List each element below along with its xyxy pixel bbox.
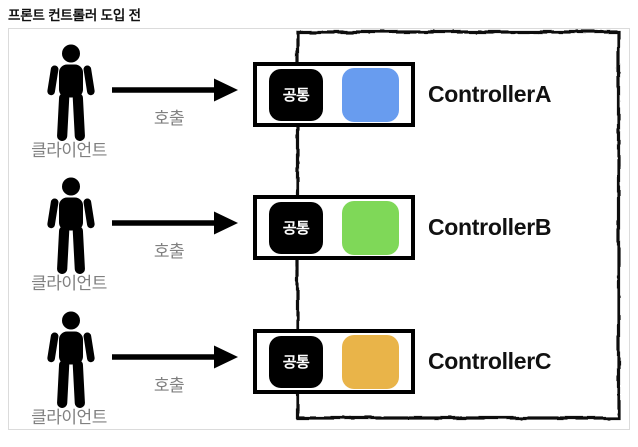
common-block: 공통 <box>269 201 323 254</box>
controller-a-name: ControllerA <box>428 81 552 107</box>
call-label: 호출 <box>153 376 185 395</box>
controller-c-logic-block <box>342 334 399 389</box>
common-block: 공통 <box>269 335 323 388</box>
call-label: 호출 <box>153 242 185 261</box>
controller-a-box: 공통 <box>253 62 415 127</box>
client-person-icon <box>47 44 95 141</box>
row-controller-c: 클라이언트 호출 공통 ControllerC <box>0 267 638 427</box>
client-label: 클라이언트 <box>31 141 107 160</box>
controller-c-name: ControllerC <box>428 348 552 374</box>
common-block: 공통 <box>269 68 323 121</box>
arrow-right-icon <box>112 211 238 235</box>
row-controller-b: 클라이언트 호출 공통 ControllerB <box>0 133 638 293</box>
client-person-icon <box>47 311 95 408</box>
controller-b-logic-block <box>342 200 399 255</box>
controller-c-box: 공통 <box>253 329 415 394</box>
controller-b-box: 공통 <box>253 195 415 260</box>
call-label: 호출 <box>153 109 185 128</box>
controller-a-logic-block <box>342 67 399 122</box>
client-person-icon <box>47 177 95 274</box>
page-title: 프론트 컨트롤러 도입 전 <box>8 8 141 23</box>
arrow-right-icon <box>112 78 238 102</box>
controller-b-name: ControllerB <box>428 214 552 240</box>
client-label: 클라이언트 <box>31 274 107 293</box>
client-label: 클라이언트 <box>31 408 107 427</box>
row-controller-a: 클라이언트 호출 공통 ControllerA <box>0 0 638 160</box>
arrow-right-icon <box>112 345 238 369</box>
